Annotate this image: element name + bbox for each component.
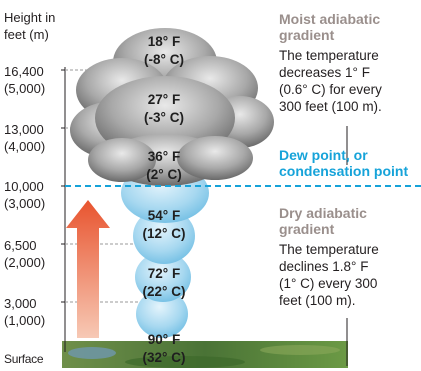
air-parcel-bubble — [136, 290, 188, 338]
temp-celsius: (-8° C) — [144, 52, 184, 67]
level-meters: (4,000) — [4, 139, 46, 154]
level-label-16400: 16,400 (5,000) — [4, 63, 45, 97]
temp-fahrenheit: 27° F — [147, 92, 181, 107]
temp-fahrenheit: 54° F — [147, 208, 181, 223]
air-parcel-bubble — [133, 208, 195, 264]
level-meters: (2,000) — [4, 255, 46, 270]
axis-ticks — [61, 69, 65, 303]
temperature-label: 54° F (12° C) — [124, 207, 204, 243]
level-label-3000: 3,000 (1,000) — [4, 295, 45, 329]
temperature-label: 90° F (32° C) — [124, 331, 204, 367]
level-feet: 3,000 — [4, 296, 37, 311]
rising-air-arrow — [66, 200, 110, 338]
moist-gradient-heading: Moist adiabatic gradient — [279, 11, 380, 43]
temp-celsius: (22° C) — [142, 284, 186, 299]
temp-celsius: (-3° C) — [144, 110, 184, 125]
description-line: The temperature — [279, 242, 379, 257]
storm-cloud — [70, 28, 274, 186]
heading-line: condensation point — [279, 163, 409, 179]
description-line: (0.6° C) for every — [279, 82, 382, 97]
axis-title-line-1: Height in — [4, 10, 56, 25]
ground-surface — [62, 341, 348, 368]
heading-line: Moist adiabatic — [279, 11, 381, 27]
temp-celsius: (2° C) — [146, 167, 182, 182]
description-line: feet (100 m). — [279, 293, 356, 308]
description-line: (1° C) every 300 — [279, 276, 378, 291]
surface-label: Surface — [4, 352, 44, 366]
air-parcel-bubbles — [121, 163, 209, 338]
temperature-label: 27° F (-3° C) — [124, 91, 204, 127]
temp-celsius: (12° C) — [142, 226, 186, 241]
level-feet: 13,000 — [4, 122, 44, 137]
level-meters: (5,000) — [4, 81, 46, 96]
dew-point-heading: Dew point, or condensation point — [279, 147, 408, 179]
level-feet: 16,400 — [4, 64, 44, 79]
level-meters: (3,000) — [4, 196, 46, 211]
air-parcel-bubble — [135, 252, 191, 302]
level-label-13000: 13,000 (4,000) — [4, 121, 45, 155]
level-meters: (1,000) — [4, 313, 46, 328]
temp-fahrenheit: 36° F — [147, 149, 181, 164]
temp-celsius: (32° C) — [142, 350, 186, 365]
heading-line: gradient — [279, 27, 335, 43]
temperature-label: 18° F (-8° C) — [124, 33, 204, 69]
temp-fahrenheit: 18° F — [147, 34, 181, 49]
axis-title: Height in feet (m) — [4, 9, 55, 43]
description-line: 300 feet (100 m). — [279, 99, 382, 114]
description-line: The temperature — [279, 48, 379, 63]
moist-gradient-description: The temperature decreases 1° F (0.6° C) … — [279, 47, 382, 115]
level-label-6500: 6,500 (2,000) — [4, 237, 45, 271]
level-feet: 10,000 — [4, 179, 44, 194]
heading-line: Dry adiabatic — [279, 205, 367, 221]
description-line: declines 1.8° F — [279, 259, 369, 274]
heading-line: gradient — [279, 221, 335, 237]
temp-fahrenheit: 90° F — [147, 332, 181, 347]
level-feet: 6,500 — [4, 238, 37, 253]
temperature-label: 36° F (2° C) — [124, 148, 204, 184]
temp-fahrenheit: 72° F — [147, 266, 181, 281]
axis-title-line-2: feet (m) — [4, 27, 49, 42]
dry-gradient-heading: Dry adiabatic gradient — [279, 205, 367, 237]
level-label-10000: 10,000 (3,000) — [4, 178, 45, 212]
heading-line: Dew point, or — [279, 147, 368, 163]
description-line: decreases 1° F — [279, 65, 370, 80]
temperature-label: 72° F (22° C) — [124, 265, 204, 301]
dry-gradient-description: The temperature declines 1.8° F (1° C) e… — [279, 241, 379, 309]
